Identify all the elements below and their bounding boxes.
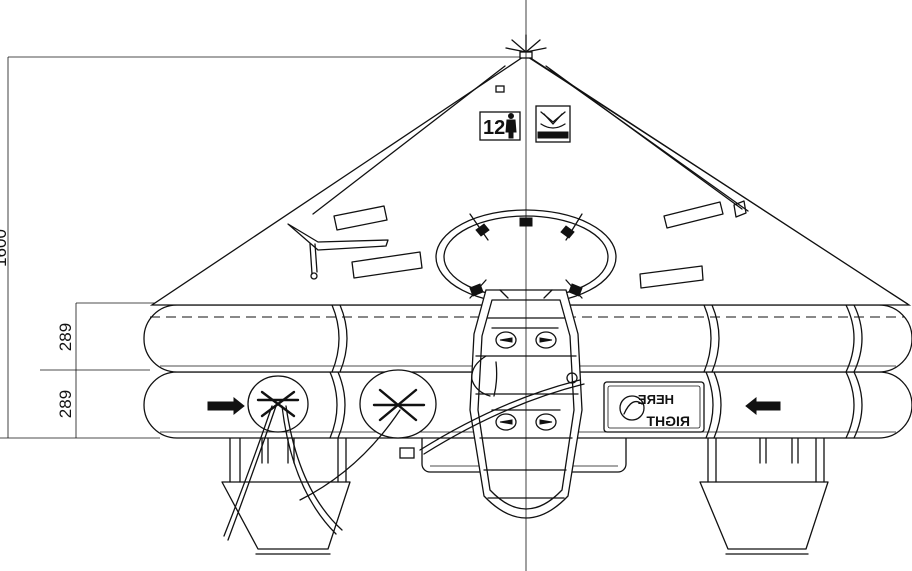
inflation-valve-1 bbox=[247, 375, 309, 433]
dimension-lower-tube: 289 bbox=[56, 390, 75, 418]
hanging-lines bbox=[223, 405, 401, 541]
arrow-right-icon bbox=[745, 396, 781, 416]
reflective-tapes bbox=[333, 200, 747, 289]
ballast-pocket-left bbox=[221, 435, 351, 555]
sign-panel: RIGHT HERE bbox=[603, 381, 705, 433]
capacity-label: 12 bbox=[479, 85, 521, 141]
dimension-lines: 1600 289 289 bbox=[0, 56, 526, 439]
approval-logo bbox=[535, 105, 571, 143]
person-icon bbox=[505, 113, 517, 139]
capacity-number: 12 bbox=[483, 117, 505, 139]
painter-lines bbox=[399, 355, 585, 459]
dimension-overall-height: 1600 bbox=[0, 229, 10, 267]
sign-text-line1: RIGHT bbox=[646, 413, 690, 429]
sign-text-line2: HERE bbox=[638, 392, 674, 407]
inflation-valve-2 bbox=[359, 369, 437, 439]
canopy bbox=[149, 54, 912, 306]
dimension-upper-tube: 289 bbox=[56, 323, 75, 351]
ballast-pocket-right bbox=[699, 435, 829, 555]
arrow-left-icon bbox=[207, 396, 245, 416]
rain-catcher bbox=[287, 223, 389, 280]
